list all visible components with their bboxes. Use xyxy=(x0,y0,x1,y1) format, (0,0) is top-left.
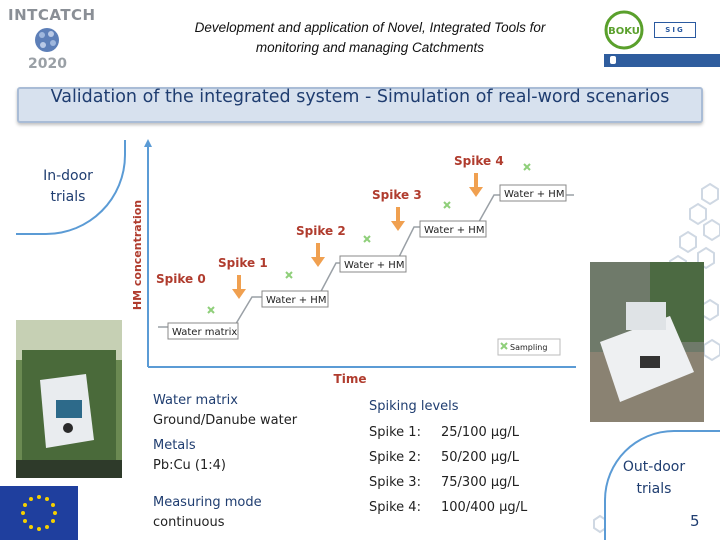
outdoor-trial-photo xyxy=(590,262,704,422)
spike-label-0: Spike 0 xyxy=(156,272,206,286)
legend-label: Sampling xyxy=(510,343,547,352)
svg-text:Water + HM: Water + HM xyxy=(344,260,404,271)
boku-logo: BOKU xyxy=(604,10,644,50)
eu-flag xyxy=(0,486,78,540)
spike-arrows xyxy=(232,173,483,299)
outdoor-line1: Out-door xyxy=(622,459,686,475)
header-title-line1: Development and application of Novel, In… xyxy=(194,20,546,35)
sampling-markers xyxy=(207,163,531,314)
header-bar xyxy=(604,54,720,67)
spike-arrow-3 xyxy=(391,207,405,231)
measuring-mode-block: Measuring mode continuous xyxy=(153,493,262,533)
spike-row-value: 25/100 µg/L xyxy=(441,425,520,440)
indoor-line1: In-door xyxy=(43,168,93,184)
measuring-mode-heading: Measuring mode xyxy=(153,495,262,510)
svg-text:BOKU: BOKU xyxy=(608,26,640,37)
hexagon-decoration xyxy=(669,182,720,362)
spike-label-1: Spike 1 xyxy=(218,256,268,270)
chart-legend: Sampling xyxy=(497,338,561,356)
outdoor-badge xyxy=(604,430,720,540)
slide-title: Validation of the integrated system - Si… xyxy=(50,87,670,107)
spike-label-2: Spike 2 xyxy=(296,224,346,238)
spiking-levels-heading: Spiking levels xyxy=(369,399,459,414)
spike-row-value: 75/300 µg/L xyxy=(441,475,520,490)
spike-row-label: Spike 3: xyxy=(369,475,421,490)
sig-logo: SIG xyxy=(654,22,696,38)
spike-row: Spike 2: xyxy=(369,448,421,468)
y-axis-label: HM concentration xyxy=(131,200,144,310)
logo-year: 2020 xyxy=(28,56,67,72)
spike-arrow-1 xyxy=(232,275,246,299)
spike-row-label: Spike 4: xyxy=(369,500,421,515)
svg-text:Water + HM: Water + HM xyxy=(266,295,326,306)
water-matrix-block: Water matrix Ground/Danube water xyxy=(153,391,297,431)
concentration-chart: HM concentration Time Water matrix Water… xyxy=(131,139,576,385)
indoor-trial-photo xyxy=(16,320,122,478)
drop-icon xyxy=(610,56,616,64)
y-axis-arrow-icon xyxy=(144,139,152,147)
metals-heading: Metals xyxy=(153,438,196,453)
sample-marker xyxy=(523,163,531,171)
metals-value: Pb:Cu (1:4) xyxy=(153,458,226,473)
spike-row: Spike 1: xyxy=(369,423,421,443)
page-number: 5 xyxy=(690,512,700,530)
spike-row-value: 100/400 µg/L xyxy=(441,500,528,515)
intcatch-logo: INTCATCH 2020 xyxy=(6,4,95,72)
spike-arrow-4 xyxy=(469,173,483,197)
outdoor-badge-label: Out-door trials xyxy=(612,456,696,500)
metals-block: Metals Pb:Cu (1:4) xyxy=(153,436,226,476)
measuring-mode-value: continuous xyxy=(153,515,225,530)
sample-marker xyxy=(443,201,451,209)
header-title-line2: monitoring and managing Catchments xyxy=(255,40,485,55)
box-water-hm-1: Water + HM xyxy=(261,290,329,308)
spike-row-value: 50/200 µg/L xyxy=(441,450,520,465)
svg-text:Water + HM: Water + HM xyxy=(504,189,564,200)
spike-row-label: Spike 2: xyxy=(369,450,421,465)
header-title: Development and application of Novel, In… xyxy=(150,18,590,58)
spike-row: Spike 3: xyxy=(369,473,421,493)
spike-label-4: Spike 4 xyxy=(454,154,504,168)
x-axis-label: Time xyxy=(334,372,367,385)
sample-marker xyxy=(207,306,215,314)
eu-stars-icon xyxy=(21,495,57,531)
box-water-hm-3: Water + HM xyxy=(419,220,487,238)
spike-arrow-2 xyxy=(311,243,325,267)
outdoor-line2: trials xyxy=(636,481,672,497)
spike-row: Spike 4: xyxy=(369,498,421,518)
box-water-hm-4: Water + HM xyxy=(499,184,567,202)
title-bar xyxy=(17,87,703,123)
spike-row-label: Spike 1: xyxy=(369,425,421,440)
sample-marker xyxy=(285,271,293,279)
svg-text:Water + HM: Water + HM xyxy=(424,225,484,236)
globe-icon xyxy=(35,28,59,52)
sample-marker xyxy=(363,235,371,243)
indoor-badge-label: In-door trials xyxy=(22,166,114,208)
water-matrix-heading: Water matrix xyxy=(153,393,238,408)
svg-text:Water matrix: Water matrix xyxy=(172,327,237,338)
box-water-hm-2: Water + HM xyxy=(339,255,407,273)
water-matrix-value: Ground/Danube water xyxy=(153,413,298,428)
indoor-line2: trials xyxy=(50,189,86,205)
box-water-matrix: Water matrix xyxy=(167,322,239,340)
spike-label-3: Spike 3 xyxy=(372,188,422,202)
logo-text: INTCATCH xyxy=(8,6,96,24)
